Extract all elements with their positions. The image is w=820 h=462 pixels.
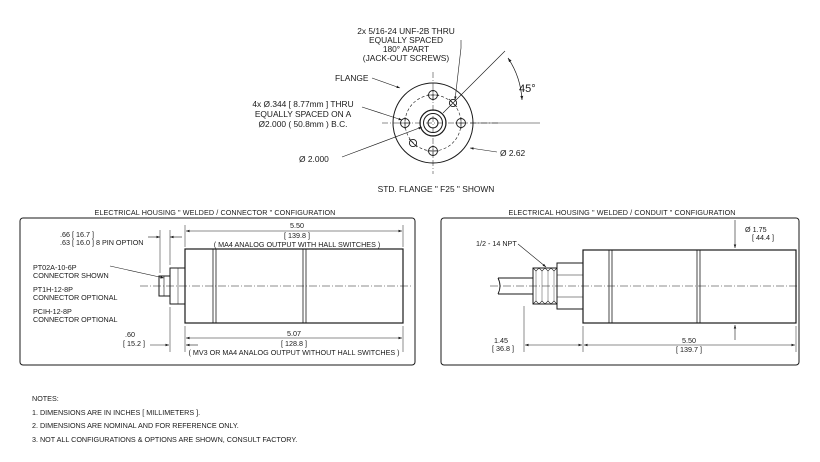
connector-opt2-1: PCIH-12-8P (33, 307, 72, 316)
connector-opt1-1: PT1H-12-8P (33, 285, 73, 294)
connector-opt2-2: CONNECTOR OPTIONAL (33, 315, 118, 324)
conduit-len-550-mm: [ 139.7 ] (676, 345, 702, 354)
mv3-note: ( MV3 OR MA4 ANALOG OUTPUT WITHOUT HALL … (188, 348, 399, 357)
len-507-mm: [ 128.8 ] (281, 339, 307, 348)
dim-145: 1.45 (494, 336, 508, 345)
ma4-note: ( MA4 ANALOG OUTPUT WITH HALL SWITCHES ) (214, 240, 381, 249)
dim-66: .66 [ 16.7 ] (60, 230, 94, 239)
thru-holes-line-1: 4x Ø.344 [ 8.77mm ] THRU (252, 99, 353, 109)
notes-block: NOTES: 1. DIMENSIONS ARE IN INCHES [ MIL… (32, 392, 297, 446)
thru-holes-line-2: EQUALLY SPACED ON A (255, 109, 352, 119)
note-2: 2. DIMENSIONS ARE NOMINAL AND FOR REFERE… (32, 421, 239, 431)
flange-caption: STD. FLANGE " F25 " SHOWN (378, 184, 495, 194)
angle-label: 45° (519, 83, 536, 95)
conduit-len-550: 5.50 (682, 336, 696, 345)
flange-view (341, 40, 540, 174)
connector-shown-2: CONNECTOR SHOWN (33, 271, 109, 280)
conduit-view-border (440, 217, 800, 366)
jack-screw-line-2: EQUALLY SPACED (369, 35, 443, 45)
dia-262-label: Ø 2.62 (500, 148, 525, 158)
len-507: 5.07 (287, 329, 301, 338)
note-1: 1. DIMENSIONS ARE IN INCHES [ MILLIMETER… (32, 407, 201, 417)
dia-175-mm: [ 44.4 ] (752, 233, 774, 242)
dim-63: .63 [ 16.0 ] 8 PIN OPTION (60, 238, 144, 247)
dim-145-mm: [ 36.8 ] (492, 344, 514, 353)
conduit-view-title: ELECTRICAL HOUSING " WELDED / CONDUIT " … (508, 208, 735, 217)
npt-label: 1/2 - 14 NPT (476, 239, 517, 248)
connector-opt1-2: CONNECTOR OPTIONAL (33, 293, 118, 302)
dia-2000-label: Ø 2.000 (299, 154, 329, 164)
conduit-view (440, 217, 800, 366)
len-550: 5.50 (290, 221, 304, 230)
dim-60-mm: [ 15.2 ] (123, 339, 145, 348)
jack-screw-line-3: 180° APART (383, 44, 429, 54)
thru-holes-line-3: Ø2.000 ( 50.8mm ) B.C. (259, 119, 348, 129)
connector-view-border (19, 217, 416, 366)
connector-view (19, 217, 416, 366)
dim-60: .60 (125, 330, 135, 339)
notes-heading: NOTES: (32, 394, 59, 403)
connector-view-title: ELECTRICAL HOUSING " WELDED / CONNECTOR … (95, 208, 336, 217)
jack-screw-line-1: 2x 5/16-24 UNF-2B THRU (357, 26, 455, 36)
note-3: 3. NOT ALL CONFIGURATIONS & OPTIONS ARE … (32, 434, 298, 444)
flange-label: FLANGE (335, 73, 369, 83)
conduit-housing-body (582, 249, 797, 324)
jack-screw-line-4: (JACK-OUT SCREWS) (363, 53, 450, 63)
dia-175: Ø 1.75 (745, 225, 767, 234)
connector-shown-1: PT02A-10-6P (33, 263, 77, 272)
len-550-mm: [ 139.8 ] (284, 231, 310, 240)
